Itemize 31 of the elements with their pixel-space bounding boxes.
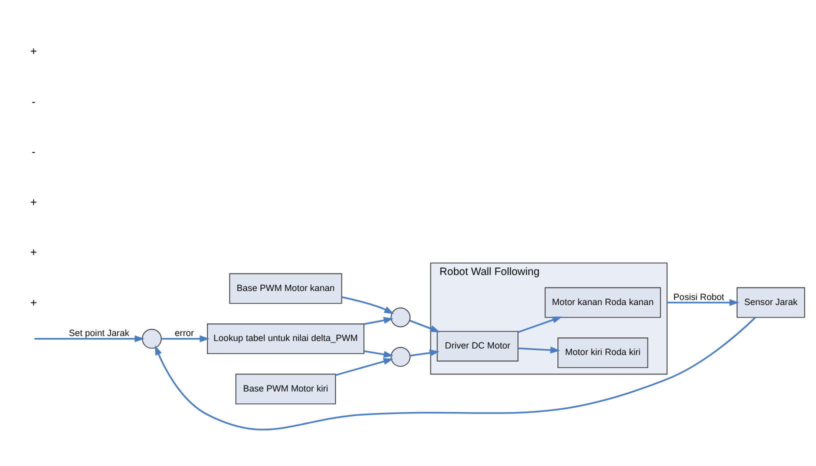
label: - [32,96,36,108]
node-box: Driver DC Motor [436,330,518,361]
node-box: Base PWM Motor kanan [229,272,342,304]
arrow [518,346,560,354]
node-circle [390,307,410,327]
node-box: Sensor Jarak [736,286,806,318]
arrow [364,316,394,324]
node-circle [390,346,410,366]
arrow [667,298,740,306]
arrow [364,350,394,358]
arrow [335,358,394,376]
edge-label: Set point Jarak [68,328,130,338]
node-box: Base PWM Motor kiri [235,373,336,404]
label: + [30,46,37,58]
label: + [30,246,37,259]
edge-label: Posisi Robot [673,291,724,302]
edge-label: error [174,328,194,338]
arrow [161,334,210,342]
arrow [409,319,440,332]
label: + [30,296,37,309]
label: - [32,146,36,158]
arrow [34,334,145,342]
node-circle [142,328,162,348]
arrow [410,348,440,356]
node-box: Motor kiri Roda kiri [558,337,648,368]
arrow [342,296,394,314]
node-box: Motor kanan Roda kanan [544,286,661,318]
arrow [518,316,562,332]
arrow [154,316,756,430]
node-box: Lookup tabel untuk nilai delta_PWM [207,323,364,354]
label: + [30,196,37,208]
